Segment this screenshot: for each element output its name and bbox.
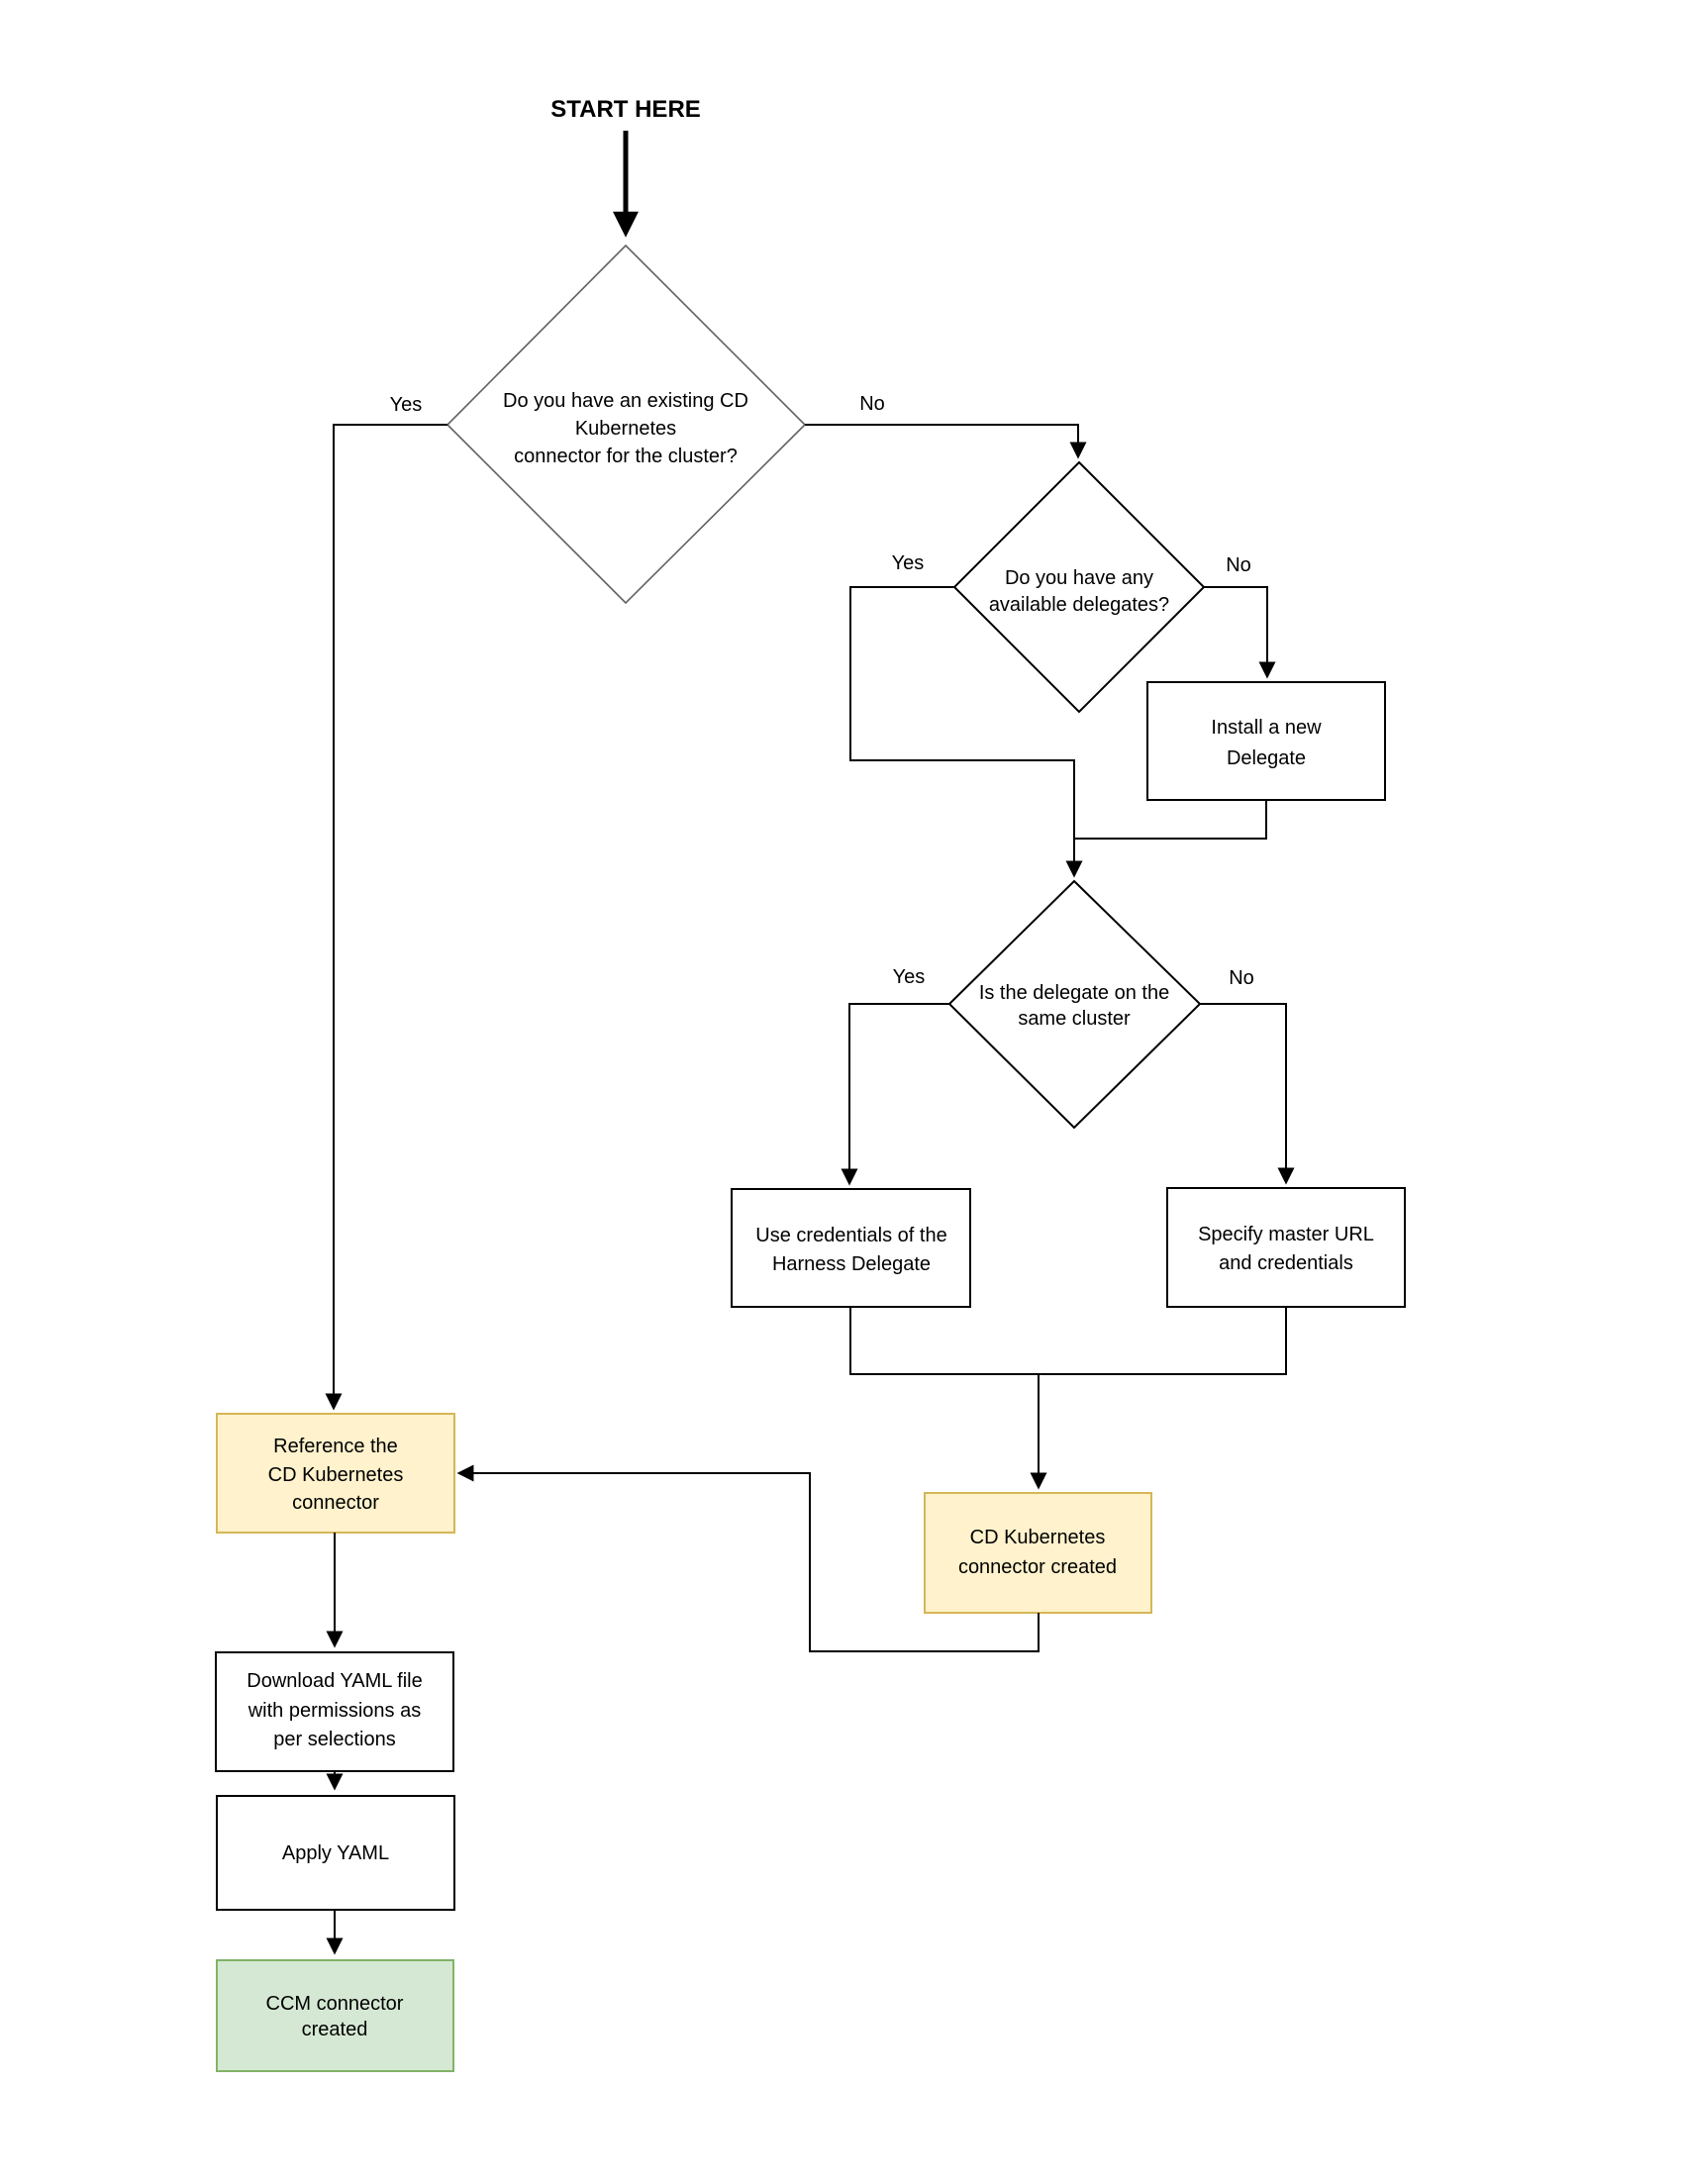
process-use-delegate-credentials-line2: Harness Delegate	[772, 1253, 931, 1275]
decision-same-cluster-line1: Is the delegate on the	[979, 982, 1169, 1004]
edge-label-same-cluster-no: No	[1229, 967, 1254, 989]
node-ccm-connector-created: CCM connector created	[216, 1959, 454, 2072]
process-reference-connector-line1: Reference the	[273, 1436, 398, 1457]
process-download-yaml: Download YAML file with permissions as p…	[215, 1651, 454, 1772]
process-reference-connector-shape	[216, 1413, 455, 1534]
node-cd-connector-created-line1: CD Kubernetes	[970, 1527, 1106, 1548]
decision-available-delegates: Do you have any available delegates?	[952, 460, 1206, 714]
decision-existing-connector-line1: Do you have an existing CD	[503, 390, 748, 412]
edge-label-existing-no: No	[859, 393, 885, 415]
edge-install-to-decision3	[1074, 800, 1267, 840]
node-ccm-connector-created-line2: created	[302, 2019, 368, 2040]
edge-label-delegates-yes: Yes	[892, 552, 925, 574]
edge-existing-yes	[325, 424, 447, 1411]
decision-existing-connector-line2: Kubernetes	[575, 418, 676, 440]
decision-same-cluster-line2: same cluster	[1018, 1008, 1131, 1030]
edge-specify-url-to-created	[1039, 1307, 1287, 1375]
decision-available-delegates-line1: Do you have any	[1005, 567, 1153, 589]
process-use-delegate-credentials-line1: Use credentials of the	[755, 1225, 946, 1246]
edge-same-cluster-yes	[841, 1003, 949, 1186]
decision-existing-connector-shape	[446, 244, 807, 605]
decision-same-cluster-shape	[947, 879, 1202, 1130]
edge-created-to-reference	[456, 1464, 1040, 1652]
edge-label-same-cluster-yes: Yes	[893, 966, 926, 988]
process-specify-master-url-line2: and credentials	[1219, 1252, 1353, 1274]
process-specify-master-url-line1: Specify master URL	[1198, 1224, 1374, 1245]
decision-available-delegates-line2: available delegates?	[989, 594, 1169, 616]
process-download-yaml-line3: per selections	[273, 1729, 395, 1750]
process-reference-connector-line3: connector	[292, 1492, 379, 1514]
process-install-delegate-line1: Install a new	[1211, 717, 1322, 739]
node-ccm-connector-created-line1: CCM connector	[266, 1993, 404, 2015]
node-ccm-connector-created-shape	[216, 1959, 454, 2072]
decision-existing-connector: Do you have an existing CD Kubernetes co…	[446, 244, 807, 605]
process-use-delegate-credentials-shape	[731, 1188, 971, 1308]
process-download-yaml-line1: Download YAML file	[247, 1670, 423, 1692]
process-reference-connector: Reference the CD Kubernetes connector	[216, 1413, 455, 1534]
edge-label-existing-yes: Yes	[390, 394, 423, 416]
decision-available-delegates-shape	[952, 460, 1206, 714]
edge-delegates-no	[1204, 586, 1276, 679]
edge-same-cluster-no	[1200, 1003, 1295, 1185]
process-specify-master-url: Specify master URL and credentials	[1166, 1187, 1406, 1308]
node-cd-connector-created-line2: connector created	[958, 1556, 1117, 1578]
node-cd-connector-created: CD Kubernetes connector created	[924, 1492, 1152, 1614]
process-install-delegate-line2: Delegate	[1227, 747, 1306, 769]
process-download-yaml-line2: with permissions as	[248, 1700, 422, 1722]
edge-existing-no	[805, 424, 1087, 459]
node-cd-connector-created-shape	[924, 1492, 1152, 1614]
process-specify-master-url-shape	[1166, 1187, 1406, 1308]
process-install-delegate-shape	[1146, 681, 1386, 801]
process-reference-connector-line2: CD Kubernetes	[268, 1464, 404, 1486]
process-use-delegate-credentials: Use credentials of the Harness Delegate	[731, 1188, 971, 1308]
decision-same-cluster: Is the delegate on the same cluster	[947, 879, 1202, 1130]
edge-label-delegates-no: No	[1226, 554, 1251, 576]
start-here-title: START HERE	[550, 96, 701, 123]
edge-delegates-yes	[849, 586, 1083, 878]
decision-existing-connector-line3: connector for the cluster?	[514, 446, 738, 467]
process-apply-yaml: Apply YAML	[216, 1795, 455, 1911]
edge-use-credentials-to-created	[849, 1307, 1047, 1490]
process-apply-yaml-line1: Apply YAML	[282, 1842, 389, 1864]
process-install-delegate: Install a new Delegate	[1146, 681, 1386, 801]
